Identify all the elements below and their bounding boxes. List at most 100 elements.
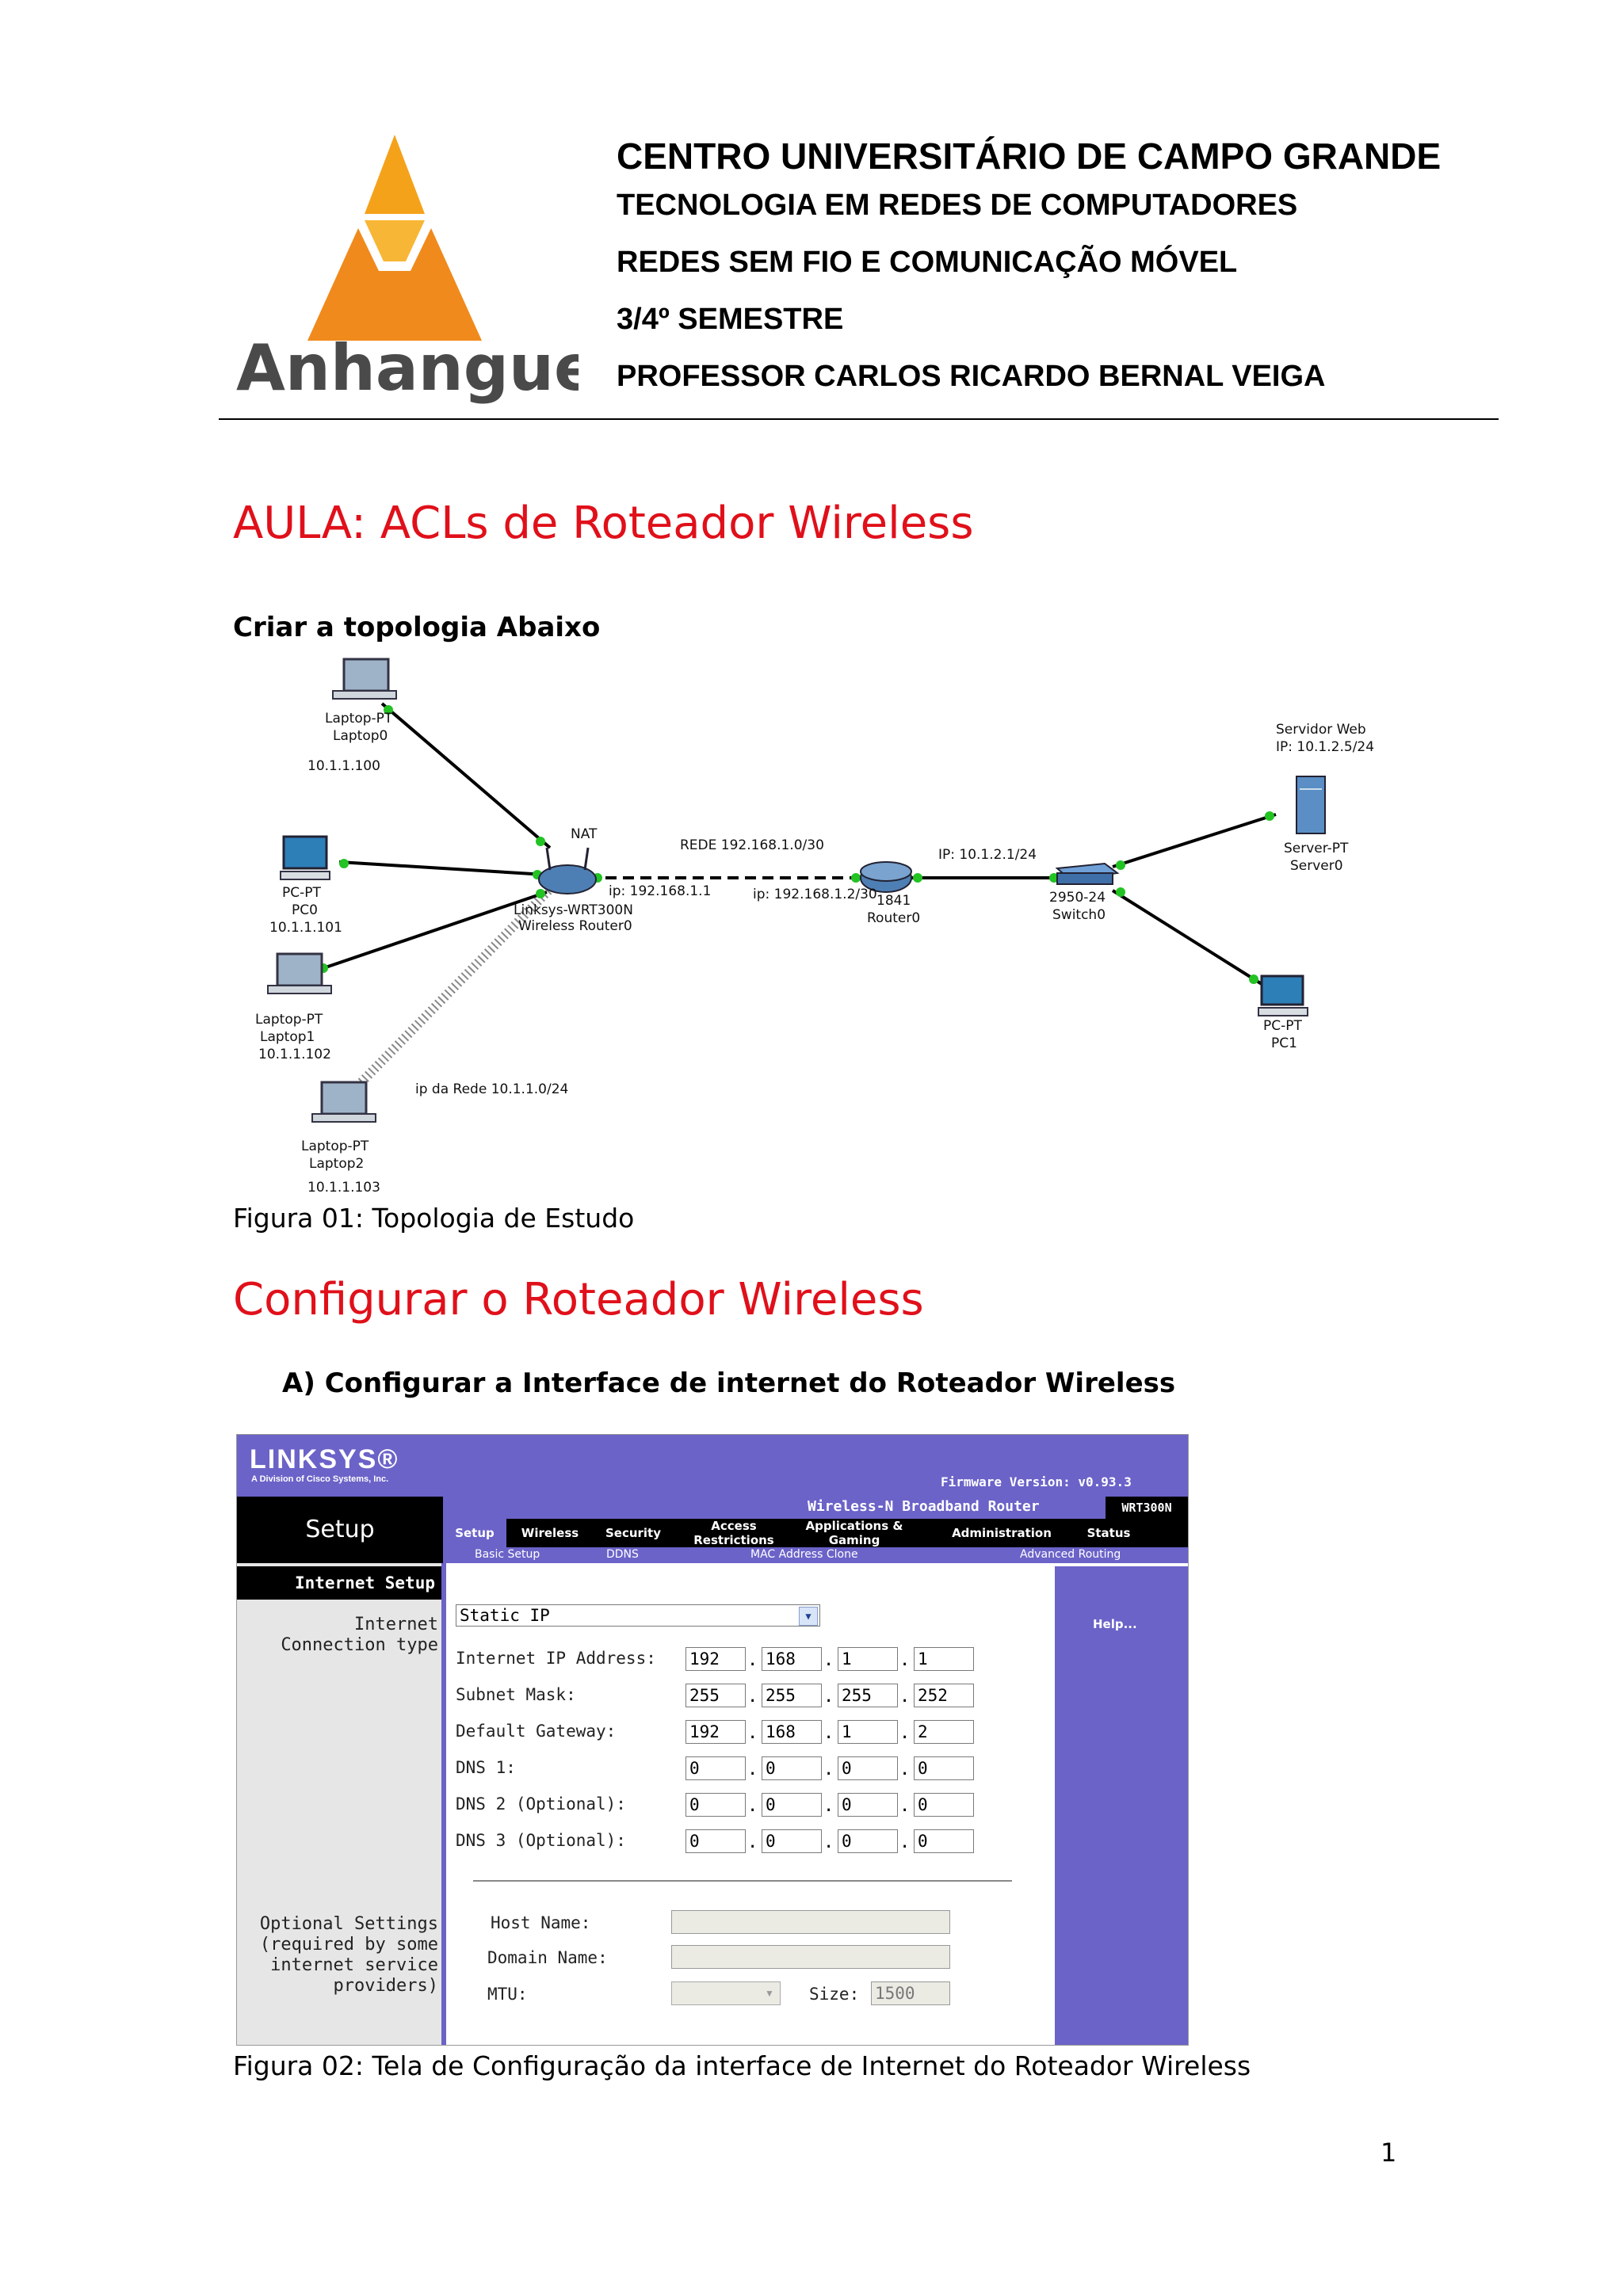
dot: .	[899, 1833, 911, 1852]
network-topology-diagram: Laptop-PT Laptop0 10.1.1.100 PC-PT PC0 1…	[255, 658, 1374, 1196]
dns3-octet-4[interactable]: 0	[914, 1829, 974, 1853]
dot: .	[823, 1650, 834, 1670]
connection-type-select[interactable]: Static IP ▼	[456, 1604, 820, 1627]
pc1-icon	[1258, 974, 1308, 1016]
laptop0-icon	[332, 658, 397, 700]
figure-caption-2: Figura 02: Tela de Configuração da inter…	[233, 2050, 1251, 2081]
dns3-octet-1[interactable]: 0	[685, 1829, 746, 1853]
pc0-name: PC0	[292, 902, 318, 918]
tab-administration[interactable]: Administration	[952, 1526, 1052, 1540]
switch0-icon	[1055, 862, 1120, 885]
ip-address-label: Internet IP Address:	[456, 1649, 656, 1668]
dns2-octet-3[interactable]: 0	[838, 1793, 898, 1817]
subtab-mac-clone[interactable]: MAC Address Clone	[750, 1548, 858, 1561]
server-label: Servidor Web	[1276, 722, 1366, 738]
host-name-input[interactable]	[671, 1910, 950, 1934]
subtab-basic-setup[interactable]: Basic Setup	[475, 1548, 540, 1561]
form-divider	[473, 1880, 1012, 1882]
dot: .	[899, 1796, 911, 1816]
anhanguera-logo: Anhanguera	[236, 135, 579, 404]
subtab-advanced-routing[interactable]: Advanced Routing	[1020, 1548, 1121, 1561]
link-switch-pc1	[1111, 889, 1263, 986]
dns2-octet-4[interactable]: 0	[914, 1793, 974, 1817]
dns3-octet-3[interactable]: 0	[838, 1829, 898, 1853]
tab-status[interactable]: Status	[1086, 1526, 1131, 1540]
figure-caption-1: Figura 01: Topologia de Estudo	[233, 1203, 635, 1234]
link-pc0-router	[338, 860, 546, 876]
wireless-router-type: Linksys-WRT300N	[514, 902, 633, 918]
ip-octet-1[interactable]: 192	[685, 1647, 746, 1671]
linksys-top-bar	[237, 1435, 1188, 1497]
ip-octet-3[interactable]: 1	[838, 1647, 898, 1671]
step-a-heading: A) Configurar a Interface de internet do…	[282, 1367, 1176, 1399]
switch0-name: Switch0	[1052, 907, 1106, 923]
router0-ip-left: ip: 192.168.1.2/30	[753, 887, 877, 902]
wireless-router-ip: ip: 192.168.1.1	[609, 883, 711, 899]
subnet-mask-label: Subnet Mask:	[456, 1685, 576, 1704]
dns3-octet-2[interactable]: 0	[762, 1829, 822, 1853]
section-title-configurar: Configurar o Roteador Wireless	[233, 1274, 924, 1325]
dot: .	[823, 1833, 834, 1852]
host-name-label: Host Name:	[491, 1913, 591, 1932]
pc1-type: PC-PT	[1263, 1018, 1303, 1034]
laptop1-icon	[267, 952, 332, 994]
dot: .	[823, 1796, 834, 1816]
setup-heading: Setup	[237, 1497, 443, 1563]
dns2-octet-2[interactable]: 0	[762, 1793, 822, 1817]
mask-octet-1[interactable]: 255	[685, 1684, 746, 1707]
gateway-label: Default Gateway:	[456, 1722, 617, 1741]
pc0-icon	[280, 835, 330, 880]
mask-octet-4[interactable]: 252	[914, 1684, 974, 1707]
tab-access-restrictions[interactable]: Access Restrictions	[693, 1519, 774, 1547]
gateway-octet-4[interactable]: 2	[914, 1720, 974, 1744]
ip-octet-4[interactable]: 1	[914, 1647, 974, 1671]
gateway-octet-1[interactable]: 192	[685, 1720, 746, 1744]
internet-setup-heading: Internet Setup	[237, 1566, 441, 1600]
subtab-ddns[interactable]: DDNS	[606, 1548, 639, 1561]
dot: .	[823, 1760, 834, 1779]
subject-name: REDES SEM FIO E COMUNICAÇÃO MÓVEL	[617, 246, 1238, 279]
dns2-octet-1[interactable]: 0	[685, 1793, 746, 1817]
link-switch-server	[1112, 813, 1277, 868]
tab-security[interactable]: Security	[605, 1526, 662, 1540]
chevron-down-icon[interactable]: ▼	[765, 1988, 774, 1999]
switch0-type: 2950-24	[1049, 890, 1106, 906]
mask-octet-2[interactable]: 255	[762, 1684, 822, 1707]
dns2-label: DNS 2 (Optional):	[456, 1794, 626, 1814]
server0-type: Server-PT	[1284, 841, 1349, 856]
laptop2-type: Laptop-PT	[301, 1138, 369, 1154]
dns1-octet-1[interactable]: 0	[685, 1756, 746, 1780]
logo-triangle-top	[365, 135, 425, 214]
dot: .	[747, 1796, 758, 1816]
pc0-ip: 10.1.1.101	[269, 920, 342, 936]
domain-name-input[interactable]	[671, 1945, 950, 1969]
conn-type-label-1: Internet	[354, 1615, 438, 1634]
help-panel	[1052, 1566, 1188, 2045]
mask-octet-3[interactable]: 255	[838, 1684, 898, 1707]
domain-name-label: Domain Name:	[487, 1948, 608, 1967]
gateway-octet-2[interactable]: 168	[762, 1720, 822, 1744]
column-divider	[441, 1563, 446, 2045]
dns1-octet-2[interactable]: 0	[762, 1756, 822, 1780]
left-column	[237, 1563, 441, 2045]
size-input[interactable]: 1500	[871, 1981, 950, 2005]
link-laptop0-router	[380, 702, 552, 849]
tab-wireless[interactable]: Wireless	[521, 1526, 579, 1540]
help-link[interactable]: Help...	[1093, 1617, 1137, 1631]
mtu-label: MTU:	[487, 1985, 528, 2004]
dot: .	[899, 1760, 911, 1779]
tab-setup[interactable]: Setup	[443, 1519, 506, 1547]
dns1-octet-4[interactable]: 0	[914, 1756, 974, 1780]
linksys-logo: LINKSYS®	[250, 1444, 399, 1474]
optional-settings-2: (required by some	[259, 1935, 438, 1955]
gateway-octet-3[interactable]: 1	[838, 1720, 898, 1744]
dns1-octet-3[interactable]: 0	[838, 1756, 898, 1780]
dot: .	[899, 1650, 911, 1670]
mtu-select[interactable]: ▼	[671, 1981, 781, 2005]
logo-text: Anhanguera	[236, 331, 579, 404]
section-subtitle: Criar a topologia Abaixo	[233, 612, 601, 643]
ip-octet-2[interactable]: 168	[762, 1647, 822, 1671]
pc1-name: PC1	[1271, 1035, 1297, 1051]
chevron-down-icon[interactable]: ▼	[799, 1607, 818, 1626]
tab-applications-gaming[interactable]: Applications & Gaming	[805, 1519, 903, 1547]
